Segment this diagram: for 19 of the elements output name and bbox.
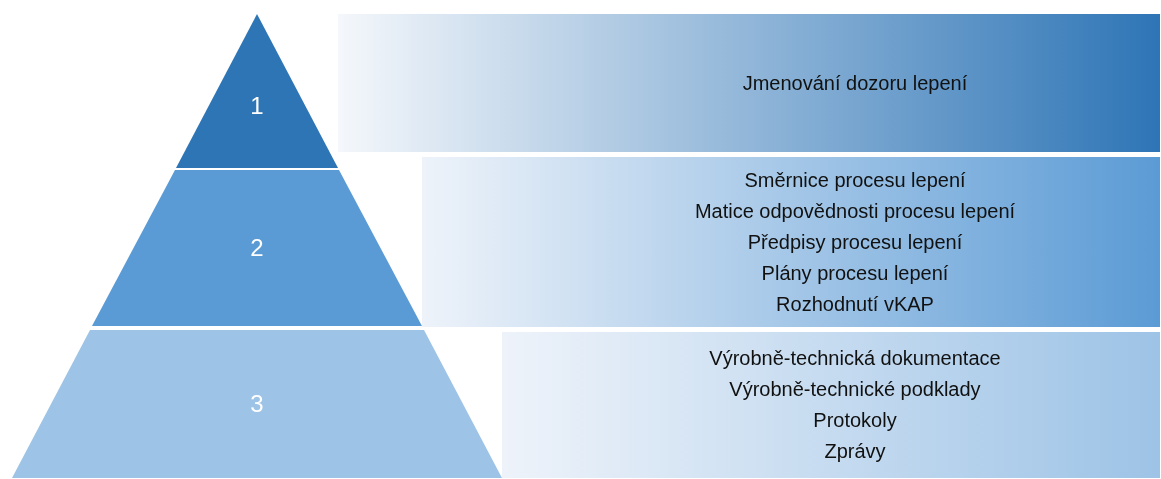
- pyramid-tier: [176, 14, 338, 168]
- band-text: Protokoly: [813, 408, 897, 433]
- pyramid-tier: [12, 330, 502, 478]
- band-text: Výrobně-technické podklady: [729, 377, 981, 402]
- band-text: Výrobně-technická dokumentace: [709, 346, 1001, 371]
- tier-number: 1: [250, 92, 264, 121]
- band-text: Plány procesu lepení: [761, 260, 949, 286]
- band-text: Matice odpovědnosti procesu lepení: [694, 198, 1016, 224]
- level-band: [502, 332, 1160, 478]
- tier-number: 2: [250, 234, 264, 262]
- band-text: Jmenování dozoru lepení: [742, 70, 968, 96]
- band-text: Rozhodnutí vKAP: [776, 291, 934, 317]
- level-band: [422, 157, 1160, 327]
- tier-number: 3: [250, 390, 264, 418]
- level-band: [338, 14, 1160, 152]
- band-text: Zprávy: [824, 439, 886, 464]
- band-text: Směrnice procesu lepení: [744, 167, 966, 193]
- pyramid-tier: [92, 170, 422, 326]
- band-text: Předpisy procesu lepení: [747, 229, 963, 255]
